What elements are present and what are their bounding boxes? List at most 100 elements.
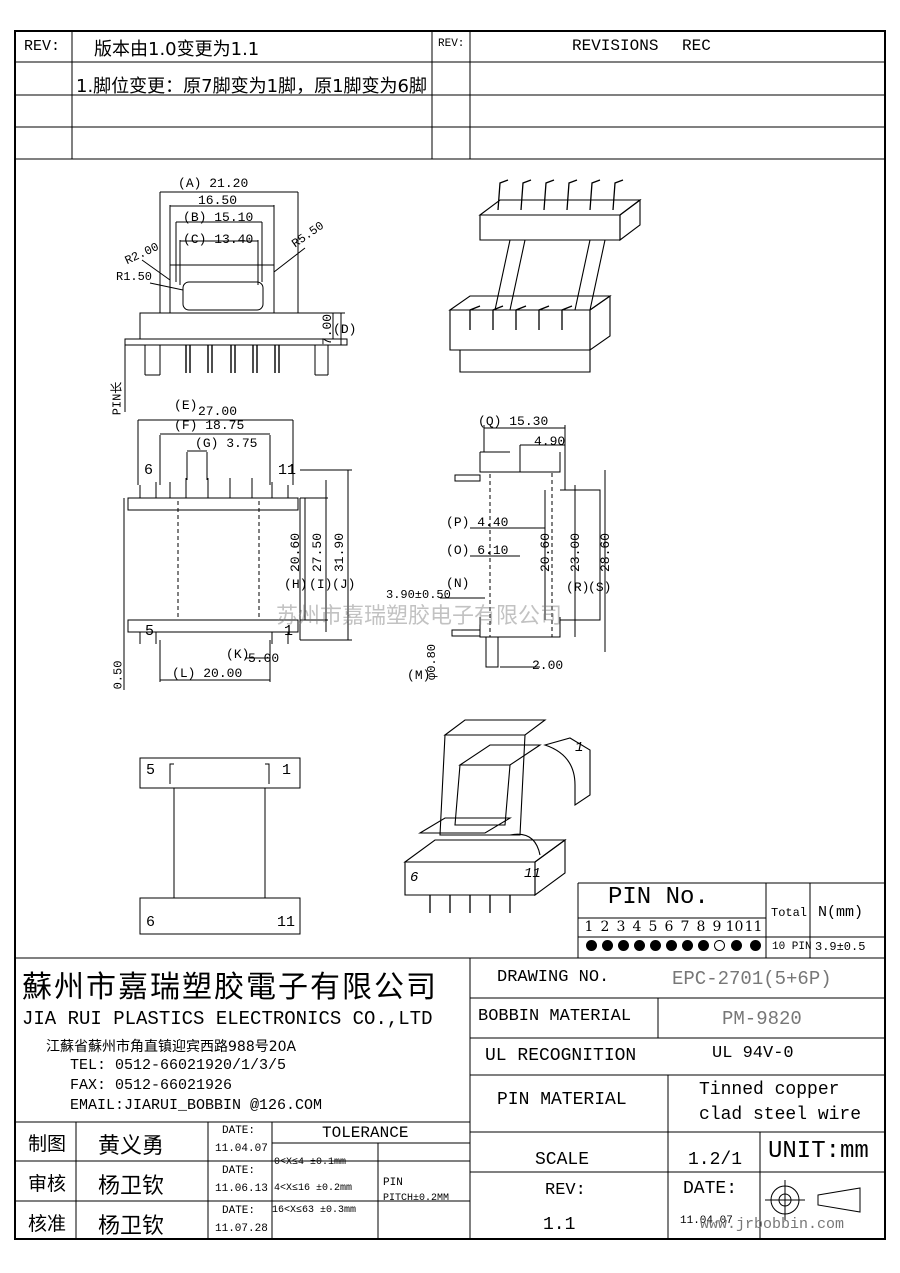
signoff-date-label-drawn: DATE: — [222, 1125, 256, 1137]
front-view — [123, 419, 352, 690]
pin-present-dot — [601, 940, 613, 951]
dim-h-value: 20.60 — [288, 532, 304, 573]
signoff-name-checked: 杨卫钦 — [98, 1174, 165, 1199]
company-name-en: JIA RUI PLASTICS ELECTRONICS CO.,LTD — [22, 1008, 433, 1030]
drawing-frame — [14, 30, 886, 1240]
pin-present-dot — [649, 940, 661, 951]
signoff-date-checked: 11.06.13 — [215, 1183, 268, 1195]
revision-row-2: 1.脚位变更：原7脚变为1脚，原1脚变为6脚 — [76, 76, 427, 97]
scale-value: 1.2/1 — [688, 1150, 743, 1170]
drawing-no-label: DRAWING NO. — [497, 968, 610, 987]
dim-r150: R1.50 — [116, 270, 153, 284]
pin-present-dot — [681, 940, 693, 951]
dim-n-value: 3.90±0.50 — [386, 588, 451, 602]
signoff-date-approved: 11.07.28 — [215, 1223, 268, 1235]
bottom-pin-1: 1 — [282, 762, 292, 779]
ul-label: UL RECOGNITION — [485, 1046, 637, 1066]
dim-m-value: φ0.80 — [425, 643, 440, 681]
dim-label-o: (O) 6.10 — [446, 543, 509, 558]
pin-present-dot — [750, 940, 761, 951]
drawing-no-value: EPC-2701(5+6P) — [672, 968, 832, 990]
dim-label-n: (N) — [446, 576, 470, 591]
pin-present-dot — [665, 940, 677, 951]
date-label: DATE: — [683, 1179, 738, 1199]
dim-label-m: (M) — [407, 668, 431, 683]
dim-1650: 16.50 — [198, 193, 238, 208]
iso-view-2 — [403, 719, 591, 913]
pin-material-label: PIN MATERIAL — [497, 1090, 627, 1110]
title-block-grid — [14, 957, 886, 1240]
signoff-name-approved: 杨卫钦 — [98, 1214, 165, 1239]
pin-number: 3 — [616, 919, 626, 935]
front-pin-6: 6 — [144, 462, 154, 479]
revision-row-1: 版本由1.0变更为1.1 — [94, 39, 260, 60]
pin-number: 7 — [680, 919, 690, 935]
dim-label-i: (I) — [309, 577, 333, 592]
dim-j-value: 31.90 — [332, 532, 348, 573]
dim-label-l: (L) 20.00 — [172, 666, 243, 681]
pin-present-dot — [585, 940, 597, 951]
pin-length-label: PIN长 — [110, 381, 125, 416]
iso-pin-11: 11 — [524, 866, 541, 882]
pin-count: 10 PIN — [772, 941, 812, 953]
dim-side-2060: 20.60 — [538, 532, 554, 573]
dim-label-k: (K) — [226, 647, 250, 662]
bottom-pin-11: 11 — [277, 914, 296, 931]
pin-present-dot — [633, 940, 645, 951]
bottom-view — [139, 757, 301, 935]
pin-material-line-2: clad steel wire — [699, 1105, 862, 1125]
rev-label-left: REV: — [24, 38, 61, 55]
date-value: 11.04.07 — [680, 1215, 733, 1227]
pin-absent-dot — [713, 940, 725, 951]
pin-number: 8 — [696, 919, 706, 935]
company-fax: FAX: 0512-66021926 — [70, 1077, 233, 1094]
signoff-role-drawn: 制图 — [28, 1133, 67, 1155]
signoff-date-label-approved: DATE: — [222, 1205, 256, 1217]
pin-number: 4 — [632, 919, 642, 935]
rec-header: REC — [682, 37, 711, 55]
tolerance-row-1: 0<X≤4 ±0.1mm — [274, 1157, 347, 1168]
pin-number: 5 — [648, 919, 658, 935]
dim-side-2860: 28.60 — [598, 532, 614, 573]
side-view — [440, 425, 606, 668]
pin-present-dot — [617, 940, 629, 951]
pin-n-label: N(mm) — [818, 904, 864, 921]
tolerance-row-3: 16<X≤63 ±0.3mm — [272, 1205, 357, 1216]
pin-material-line-1: Tinned copper — [699, 1080, 840, 1100]
rev-label-right: REV: — [438, 38, 465, 50]
pin-table-title: PIN No. — [608, 884, 709, 911]
dim-label-g: (G) 3.75 — [195, 436, 258, 451]
dim-label-r: (R) — [566, 580, 590, 595]
rev-label: REV: — [545, 1181, 586, 1200]
pin-n-value: 3.9±0.5 — [815, 940, 866, 954]
revisions-header: REVISIONS — [572, 37, 659, 55]
dim-e-value: 27.00 — [198, 404, 238, 419]
dim-label-a: (A) 21.20 — [178, 176, 249, 191]
dim-label-d: (D) — [333, 322, 357, 337]
bobbin-material-label: BOBBIN MATERIAL — [478, 1007, 632, 1026]
pin-table-grid — [577, 882, 886, 958]
pin-total-label: Total — [771, 906, 808, 920]
signoff-role-approved: 核准 — [28, 1213, 67, 1235]
dim-label-j: (J) — [332, 577, 356, 592]
dim-label-q: (Q) 15.30 — [478, 414, 549, 429]
scale-label: SCALE — [535, 1150, 590, 1170]
ul-value: UL 94V-0 — [712, 1044, 794, 1063]
dim-490: 4.90 — [534, 434, 566, 449]
pin-dot-row — [583, 940, 765, 951]
iso-pin-1: 1 — [575, 740, 584, 756]
bottom-pin-5: 5 — [146, 762, 156, 779]
company-name-cn: 蘇州市嘉瑞塑胶電子有限公司 — [22, 970, 438, 1005]
dim-label-f: (F) 18.75 — [174, 418, 245, 433]
dim-050: 0.50 — [111, 660, 126, 690]
rev-value: 1.1 — [543, 1215, 576, 1235]
bottom-pin-6: 6 — [146, 914, 156, 931]
dim-200: 2.00 — [532, 658, 564, 673]
dim-label-b: (B) 15.10 — [183, 210, 254, 225]
dim-label-p: (P) 4.40 — [446, 515, 509, 530]
dim-label-e: (E) — [174, 398, 198, 413]
pin-number: 6 — [664, 919, 674, 935]
signoff-name-drawn: 黄义勇 — [98, 1134, 165, 1159]
signoff-role-checked: 审核 — [28, 1173, 67, 1195]
